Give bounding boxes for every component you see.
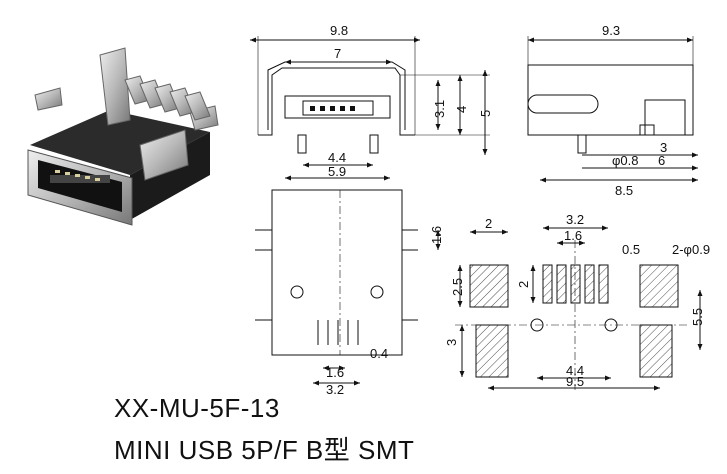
dim-front-pin-span: 4.4: [328, 150, 346, 165]
dim-pcb-total: 9.5: [566, 374, 584, 389]
dim-pcb-pad-w: 2: [485, 216, 492, 231]
dim-front-post-span: 5.9: [328, 164, 346, 179]
dim-pcb-pitch-span: 3.2: [566, 212, 584, 227]
dim-front-inner: 7: [334, 46, 341, 61]
front-view: [250, 36, 490, 181]
pcb-layout: [455, 225, 703, 391]
dim-side-d85: 8.5: [615, 183, 633, 198]
part-number: XX-MU-5F-13: [114, 393, 280, 423]
dim-front-h1: 3.1: [432, 100, 447, 118]
dim-pcb-pin-w: 0.5: [622, 242, 640, 257]
dim-front-h2: 4: [454, 106, 469, 113]
dim-pcb-rear-h: 3: [444, 339, 459, 346]
dim-front-h3: 5: [478, 110, 493, 117]
dim-pcb-pad-h: 2.5: [450, 278, 465, 296]
side-view: [527, 36, 698, 183]
dim-front-width: 9.8: [330, 23, 348, 38]
part-description: MINI USB 5P/F B型 SMT: [114, 435, 415, 465]
dim-pcb-hole-span: 4.4: [566, 363, 584, 378]
dim-side-length: 9.3: [602, 23, 620, 38]
dim-top-pin-w: 0.4: [370, 346, 388, 361]
dim-top-d16: 1.6: [429, 226, 444, 244]
dim-pcb-holes: 2-φ0.9: [672, 242, 710, 257]
dim-top-pad-width: 3.2: [326, 382, 344, 397]
dim-top-pitch: 1.6: [326, 365, 344, 380]
dim-side-d6: 6: [658, 153, 665, 168]
top-view: [255, 189, 441, 386]
dim-pcb-pin-len: 2: [516, 281, 531, 288]
dim-pcb-vert: 5.5: [690, 308, 705, 326]
dim-side-post-dia: φ0.8: [612, 153, 639, 168]
dim-side-d3: 3: [660, 140, 667, 155]
connector-photo: [27, 47, 219, 226]
dim-pcb-pitch: 1.6: [564, 228, 582, 243]
